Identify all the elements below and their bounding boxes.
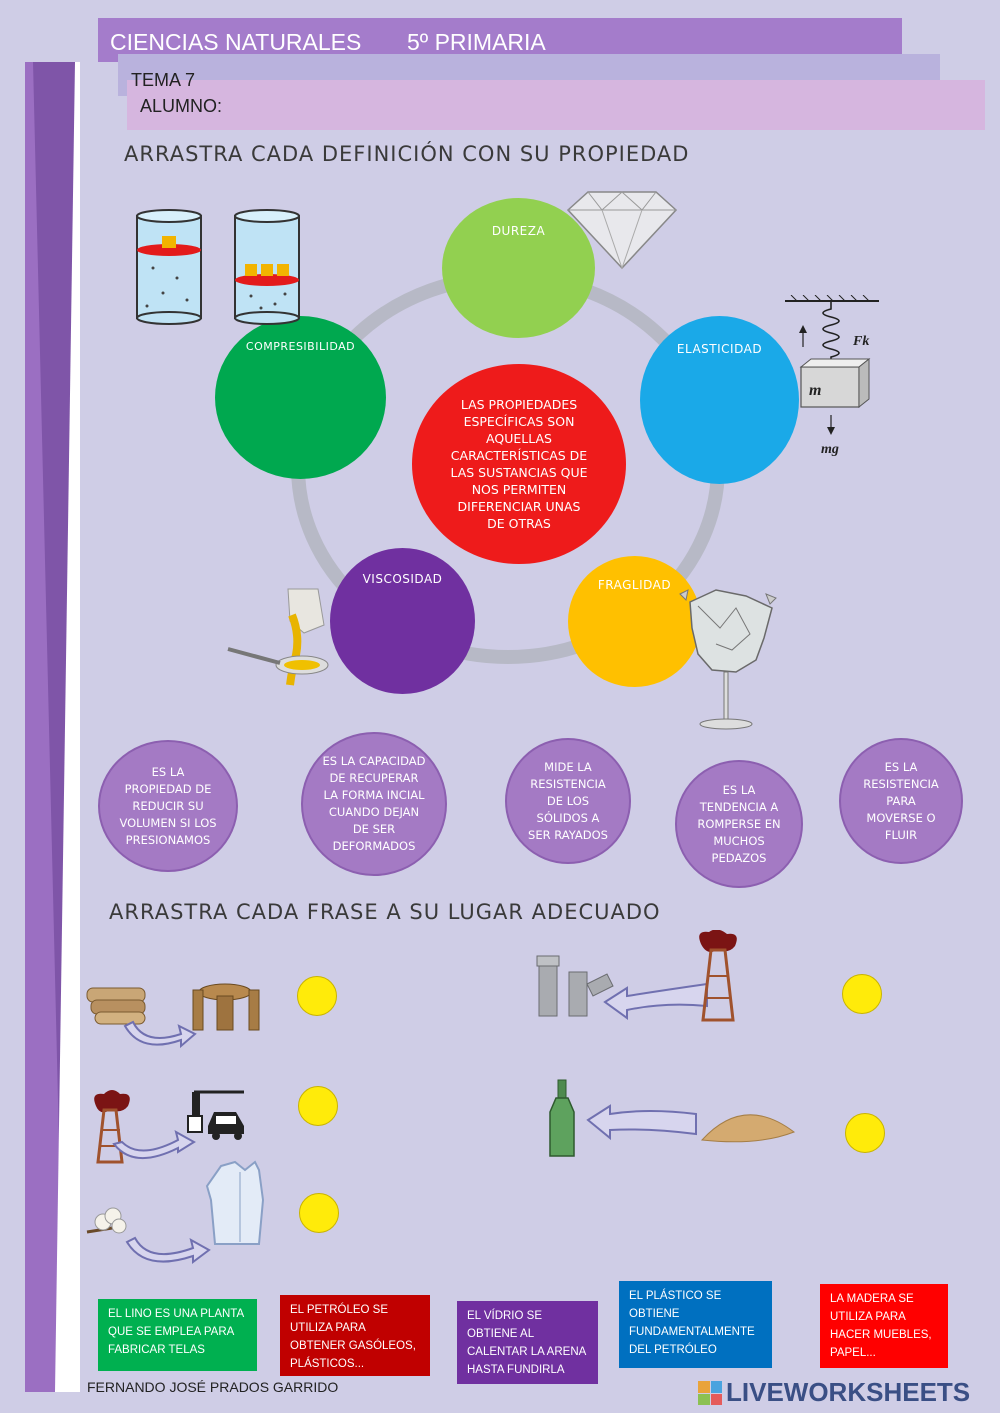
weight-label: mg — [821, 442, 839, 457]
subject-title: CIENCIAS NATURALES — [110, 29, 362, 55]
definition-text: ES LA RESISTENCIA PARA MOVERSE O FLUIR — [863, 759, 939, 842]
property-elasticidad-label: ELASTICIDAD — [676, 342, 763, 356]
definition-text: MIDE LA RESISTENCIA DE LOS SÓLIDOS A SER… — [528, 759, 608, 842]
definition-bubble[interactable]: ES LA TENDENCIA A ROMPERSE EN MUCHOS PED… — [675, 760, 803, 888]
plastic-pipes-icon — [536, 955, 614, 1017]
liveworksheets-logo-text: LIVEWORKSHEETS — [726, 1377, 971, 1407]
phrase-text: EL PLÁSTICO SE OBTIENE FUNDAMENTALMENTE … — [629, 1290, 755, 1356]
author-credit: FERNANDO JOSÉ PRADOS GARRIDO — [87, 1379, 339, 1395]
phrase-text: EL VÍDRIO SE OBTIENE AL CALENTAR LA AREN… — [467, 1310, 586, 1376]
property-dureza-label: DUREZA — [491, 224, 546, 238]
badge-letter — [710, 1381, 722, 1393]
liveworksheets-logo-badge — [698, 1381, 722, 1405]
oil-spoon-illustration — [227, 588, 329, 686]
glass-bottle-icon — [549, 1079, 575, 1157]
drop-target[interactable] — [845, 1113, 885, 1153]
drop-target[interactable] — [297, 976, 337, 1016]
drop-target[interactable] — [298, 1086, 338, 1126]
phrase-card-petroleo[interactable]: EL PETRÓLEO SE UTILIZA PARA OBTENER GASÓ… — [280, 1295, 430, 1376]
definition-text: ES LA TENDENCIA A ROMPERSE EN MUCHOS PED… — [697, 782, 781, 865]
property-fraglidad[interactable]: FRAGLIDAD — [568, 556, 701, 687]
phrase-text: LA MADERA SE UTILIZA PARA HACER MUEBLES,… — [830, 1293, 932, 1359]
oil-derrick-icon — [699, 930, 737, 1022]
student-label: ALUMNO: — [140, 96, 223, 116]
instruction-heading-2: ARRASTRA CADA FRASE A SU LUGAR ADECUADO — [109, 900, 661, 924]
definition-bubble[interactable]: ES LA CAPACIDAD DE RECUPERAR LA FORMA IN… — [301, 732, 447, 876]
property-dureza[interactable]: DUREZA — [442, 198, 595, 338]
center-definition: LAS PROPIEDADES ESPECÍFICAS SON AQUELLAS… — [412, 364, 626, 564]
definition-text: ES LA CAPACIDAD DE RECUPERAR LA FORMA IN… — [322, 754, 426, 853]
gas-station-icon — [187, 1090, 244, 1140]
topic-label: TEMA 7 — [131, 70, 196, 90]
instruction-heading-1: ARRASTRA CADA DEFINICIÓN CON SU PROPIEDA… — [124, 142, 690, 166]
force-label: Fk — [852, 334, 869, 349]
oil-to-plastic-illustration — [536, 930, 737, 1022]
phrase-card-plastico[interactable]: EL PLÁSTICO SE OBTIENE FUNDAMENTALMENTE … — [619, 1281, 772, 1368]
shirt-icon — [205, 1160, 265, 1245]
oil-to-fuel-illustration — [94, 1090, 244, 1164]
spring-mass-illustration: m Fk mg — [785, 295, 879, 457]
badge-letter — [698, 1381, 710, 1393]
center-definition-text: LAS PROPIEDADES ESPECÍFICAS SON AQUELLAS… — [450, 397, 588, 531]
definition-bubble[interactable]: ES LA PROPIEDAD DE REDUCIR SU VOLUMEN SI… — [98, 740, 238, 872]
sand-to-glass-illustration — [549, 1079, 796, 1157]
badge-letter — [710, 1393, 722, 1405]
drop-target[interactable] — [299, 1193, 339, 1233]
badge-letter — [698, 1393, 710, 1405]
header-band-student — [127, 80, 985, 130]
phrase-card-madera[interactable]: LA MADERA SE UTILIZA PARA HACER MUEBLES,… — [820, 1284, 948, 1368]
wood-to-furniture-illustration — [86, 983, 260, 1049]
diamond-illustration — [566, 191, 678, 270]
phrase-text: EL PETRÓLEO SE UTILIZA PARA OBTENER GASÓ… — [290, 1304, 416, 1370]
drop-target[interactable] — [842, 974, 882, 1014]
definition-bubble[interactable]: ES LA RESISTENCIA PARA MOVERSE O FLUIR — [839, 738, 963, 864]
sidebar-decoration — [25, 62, 80, 1392]
property-compresibilidad-label: COMPRESIBILIDAD — [245, 340, 356, 353]
grade-title: 5º PRIMARIA — [407, 29, 546, 55]
broken-glass-illustration — [679, 589, 777, 730]
wood-logs-icon — [86, 987, 146, 1025]
phrase-text: EL LINO ES UNA PLANTA QUE SE EMPLEA PARA… — [108, 1308, 244, 1356]
property-viscosidad[interactable]: VISCOSIDAD — [330, 548, 475, 694]
cotton-to-shirt-illustration — [86, 1160, 265, 1264]
property-compresibilidad[interactable]: COMPRESIBILIDAD — [215, 316, 386, 479]
property-elasticidad[interactable]: ELASTICIDAD — [640, 316, 799, 484]
cotton-icon — [86, 1207, 127, 1234]
furniture-icon — [192, 983, 260, 1031]
definition-bubble[interactable]: MIDE LA RESISTENCIA DE LOS SÓLIDOS A SER… — [505, 738, 631, 864]
property-viscosidad-label: VISCOSIDAD — [362, 572, 443, 586]
definition-text: ES LA PROPIEDAD DE REDUCIR SU VOLUMEN SI… — [119, 764, 217, 847]
mass-label: m — [809, 382, 821, 399]
property-fraglidad-label: FRAGLIDAD — [597, 578, 672, 592]
cylinders-illustration — [136, 209, 300, 325]
sand-pile-icon — [700, 1114, 796, 1143]
phrase-card-vidrio[interactable]: EL VÍDRIO SE OBTIENE AL CALENTAR LA AREN… — [457, 1301, 598, 1384]
phrase-card-lino[interactable]: EL LINO ES UNA PLANTA QUE SE EMPLEA PARA… — [98, 1299, 257, 1371]
